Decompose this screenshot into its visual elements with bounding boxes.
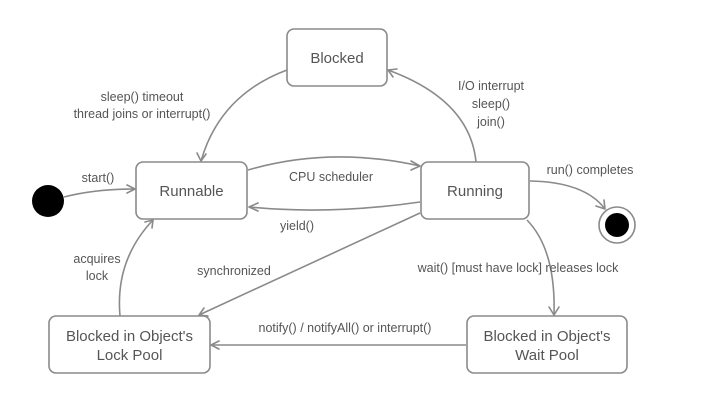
- edge-yield: [248, 201, 421, 211]
- label-acquires-lock-line1: acquires: [73, 252, 120, 266]
- label-cpu-scheduler: CPU scheduler: [289, 170, 373, 184]
- state-running-label: Running: [447, 183, 503, 200]
- edge-start: [63, 188, 136, 198]
- state-wait-pool: Blocked in Object's Wait Pool: [466, 315, 628, 374]
- label-wakeup-line1: sleep() timeout: [101, 90, 184, 104]
- edge-synchronized: [198, 212, 421, 316]
- initial-state: [32, 185, 64, 217]
- final-state: [598, 206, 636, 244]
- edge-acquires-lock: [118, 219, 154, 317]
- arrowhead-yield: [248, 202, 259, 212]
- edge-run-completes: [529, 180, 606, 210]
- arrowhead-start: [126, 184, 136, 194]
- arrowhead-run-completes: [595, 199, 606, 210]
- label-acquires-lock-line2: lock: [86, 269, 109, 283]
- arrowhead-cpu-scheduler: [410, 160, 421, 171]
- state-wait-pool-line1: Blocked in Object's: [483, 328, 610, 345]
- label-wait: wait() [must have lock] releases lock: [417, 261, 620, 275]
- state-running: Running: [420, 161, 530, 220]
- label-start: start(): [82, 171, 115, 185]
- label-wakeup-line2: thread joins or interrupt(): [74, 107, 211, 121]
- edge-cpu-scheduler: [247, 156, 421, 171]
- label-yield: yield(): [280, 219, 314, 233]
- label-notify: notify() / notifyAll() or interrupt(): [259, 321, 432, 335]
- label-run-completes: run() completes: [547, 163, 634, 177]
- arrowhead-notify: [210, 340, 220, 350]
- state-runnable-label: Runnable: [159, 183, 223, 200]
- state-blocked: Blocked: [286, 28, 388, 87]
- arrowhead-acquires-lock: [144, 219, 154, 229]
- arrowhead-io-interrupt: [387, 68, 398, 78]
- edge-wait: [526, 219, 555, 316]
- edge-sleep-timeout: [200, 69, 288, 162]
- state-lock-pool-line2: Lock Pool: [97, 347, 163, 364]
- edge-io-interrupt: [387, 69, 477, 163]
- state-blocked-label: Blocked: [310, 50, 363, 67]
- label-io-line3: join(): [476, 115, 505, 129]
- state-lock-pool-line1: Blocked in Object's: [66, 328, 193, 345]
- label-io-line2: sleep(): [472, 97, 510, 111]
- label-io-line1: I/O interrupt: [458, 79, 525, 93]
- arrowhead-sleep-timeout: [196, 152, 207, 162]
- state-runnable: Runnable: [135, 161, 248, 220]
- label-synchronized: synchronized: [197, 264, 271, 278]
- arrowhead-wait: [548, 306, 560, 316]
- state-wait-pool-line2: Wait Pool: [515, 347, 579, 364]
- state-lock-pool: Blocked in Object's Lock Pool: [48, 315, 211, 374]
